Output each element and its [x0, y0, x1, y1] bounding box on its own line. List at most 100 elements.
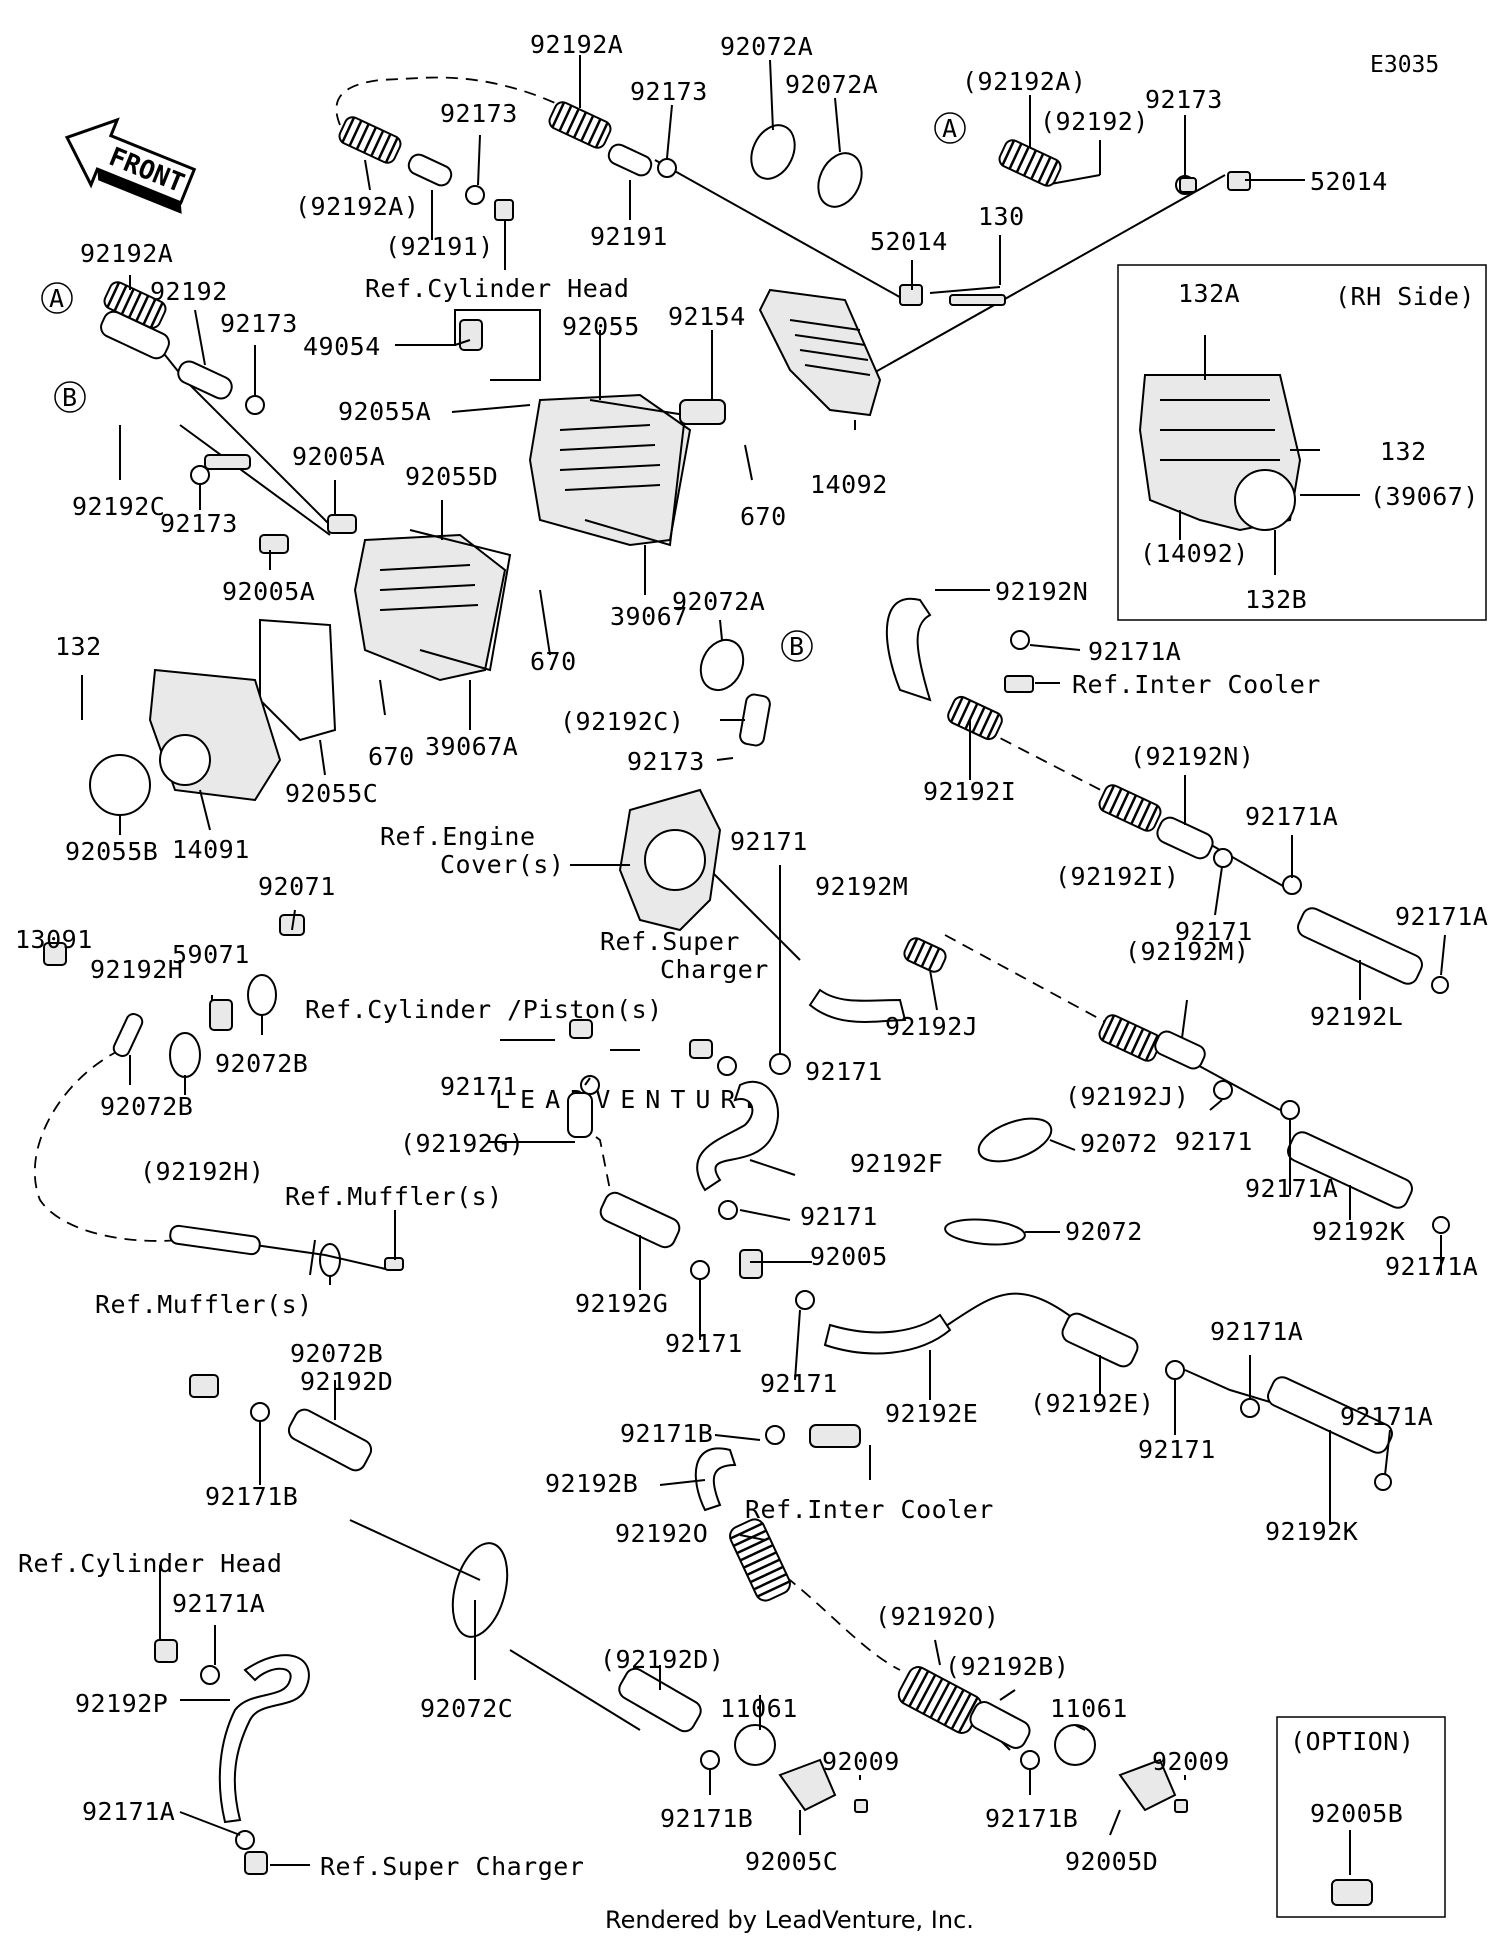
- callout-label: (92192J): [1065, 1082, 1189, 1111]
- tube-92192C: [100, 310, 170, 360]
- callout-label: (39067): [1370, 482, 1479, 511]
- callout-label: 92009: [1152, 1747, 1230, 1776]
- callout-label: 92173: [1145, 85, 1223, 114]
- callout-label: 92192P: [75, 1689, 168, 1718]
- svg-text:B: B: [62, 383, 78, 412]
- callout-label: (92192M): [1125, 937, 1249, 966]
- callout-label: 39067A: [425, 732, 518, 761]
- callout-label: 92192B: [545, 1469, 638, 1498]
- clamps: [190, 158, 1450, 1850]
- callout-label: 92171: [1138, 1435, 1216, 1464]
- callout-label: 49054: [303, 332, 381, 361]
- callout-label: 92055B: [65, 837, 158, 866]
- tube-92192C-b: [739, 693, 771, 747]
- tube-92192L: [1297, 907, 1423, 985]
- callout-label: 92192D: [300, 1367, 393, 1396]
- tube-92192N: [1156, 816, 1214, 860]
- callout-label: 132: [1380, 437, 1427, 466]
- callout-label: 92192H: [90, 955, 183, 984]
- callout-label: 14091: [172, 835, 250, 864]
- spring-sleeve-92192A-top: [338, 116, 402, 164]
- fitting-92005C: [778, 1758, 837, 1812]
- option-labels: (OPTION) 92005B: [1290, 1727, 1414, 1828]
- callout-label: 52014: [870, 227, 948, 256]
- rh-side-title: (RH Side): [1335, 282, 1475, 311]
- callout-label: 92171: [1175, 1127, 1253, 1156]
- callout-label: 92005A: [292, 442, 385, 471]
- callout-label: 92192K: [1312, 1217, 1405, 1246]
- marker-a-left: A: [41, 282, 73, 314]
- wire-clamps: [169, 124, 1053, 1638]
- callout-label: (92192H): [140, 1157, 264, 1186]
- callout-label: 92055A: [338, 397, 431, 426]
- callout-label: 52014: [1310, 167, 1388, 196]
- callout-label: 92192: [150, 277, 228, 306]
- callout-label: 92171A: [1088, 637, 1181, 666]
- callout-label: Ref.Super Charger: [320, 1852, 584, 1881]
- callout-label: 92173: [630, 77, 708, 106]
- tube-92192D-b: [618, 1667, 702, 1733]
- callout-label: 92171: [800, 1202, 878, 1231]
- callout-label: (92192A): [295, 192, 419, 221]
- callout-label: 670: [368, 742, 415, 771]
- callout-label: 92072C: [420, 1694, 513, 1723]
- callout-label: 92173: [440, 99, 518, 128]
- callout-label: 92171B: [620, 1419, 713, 1448]
- callout-label: 92192L: [1310, 1002, 1403, 1031]
- marker-b-left: B: [54, 381, 86, 413]
- callout-label: (92192O): [875, 1602, 999, 1631]
- callout-label: 92192O: [615, 1519, 708, 1548]
- hose-92192P: [218, 1654, 310, 1824]
- callout-label: 92072: [1065, 1217, 1143, 1246]
- callout-label: 92192A: [80, 239, 173, 268]
- option-box: [1276, 1716, 1446, 1918]
- marker-b-right: B: [781, 630, 813, 662]
- callout-label: Ref.Cylinder Head: [365, 274, 629, 303]
- callout-label: (92192G): [400, 1129, 524, 1158]
- callout-label: 92072: [1080, 1129, 1158, 1158]
- callout-label: 92173: [627, 747, 705, 776]
- tube-92192E: [1061, 1312, 1139, 1368]
- callout-label: 92072A: [672, 587, 765, 616]
- callout-label: 132: [55, 632, 102, 661]
- spring-sleeve-92192I-b: [1098, 784, 1162, 832]
- callout-label: 92171B: [205, 1482, 298, 1511]
- callout-label: (92192B): [945, 1652, 1069, 1681]
- leader-lines: [81, 55, 1446, 1875]
- callout-label: 92055D: [405, 462, 498, 491]
- callout-label: 39067: [610, 602, 688, 631]
- callout-label: 92005D: [1065, 1847, 1158, 1876]
- callout-label: (92192C): [560, 707, 684, 736]
- watermark: LEADVENTURE: [495, 1085, 771, 1114]
- spring-sleeve-92192O-b: [897, 1666, 983, 1734]
- cover-14092: [758, 288, 882, 417]
- callout-label: (92191): [385, 232, 494, 261]
- callout-label: 13091: [15, 925, 93, 954]
- tube-92192G-b: [567, 1092, 593, 1138]
- spring-sleeve-92192J-b: [1098, 1014, 1162, 1062]
- callout-label: 59071: [172, 940, 250, 969]
- callout-label: 92171B: [985, 1804, 1078, 1833]
- callout-label: 92005C: [745, 1847, 838, 1876]
- tube-92192H: [112, 1012, 144, 1058]
- cover-39067: [528, 393, 692, 547]
- callout-label: 92072A: [720, 32, 813, 61]
- callout-label: 11061: [1050, 1694, 1128, 1723]
- tube-92191: [407, 153, 453, 187]
- callout-label: 92171: [730, 827, 808, 856]
- spring-sleeve-92192A-right: [998, 139, 1062, 187]
- callout-label: 92005A: [222, 577, 315, 606]
- tube-92192K: [1287, 1131, 1413, 1209]
- callout-label: 670: [740, 502, 787, 531]
- callout-label: 92154: [668, 302, 746, 331]
- callout-label: Ref.Muffler(s): [95, 1290, 313, 1319]
- callout-label: 132B: [1245, 585, 1307, 614]
- callout-label: (92192D): [600, 1645, 724, 1674]
- callout-label: 92171A: [1245, 802, 1338, 831]
- callout-label: 92072B: [215, 1049, 308, 1078]
- callout-label: 92192F: [850, 1149, 943, 1178]
- callout-label: 92055C: [285, 779, 378, 808]
- callout-label: 92192A: [530, 30, 623, 59]
- rh-cover-drawing: [1138, 374, 1302, 532]
